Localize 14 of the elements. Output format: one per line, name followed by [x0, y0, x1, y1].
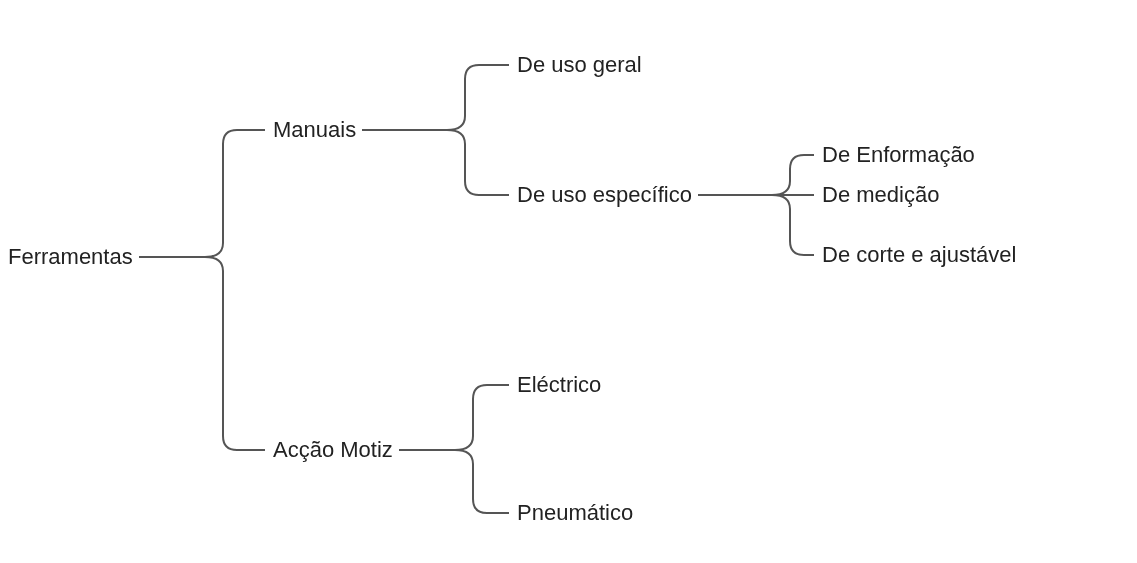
node-label: De corte e ajustável — [822, 241, 1017, 269]
node-label: Manuais — [273, 116, 357, 144]
node-label: Pneumático — [517, 499, 634, 527]
node-label: De uso específico — [517, 181, 692, 209]
brace-connector — [361, 129, 510, 196]
brace-connector — [138, 256, 266, 451]
node-label: Ferramentas — [8, 243, 133, 271]
node-label: De medição — [822, 181, 940, 209]
node-label: Eléctrico — [517, 371, 602, 399]
node-label: De Enformação — [822, 141, 975, 169]
node-label: Acção Motiz — [273, 436, 393, 464]
brace-connector — [398, 449, 510, 514]
brace-connector — [697, 194, 815, 256]
node-label: De uso geral — [517, 51, 642, 79]
